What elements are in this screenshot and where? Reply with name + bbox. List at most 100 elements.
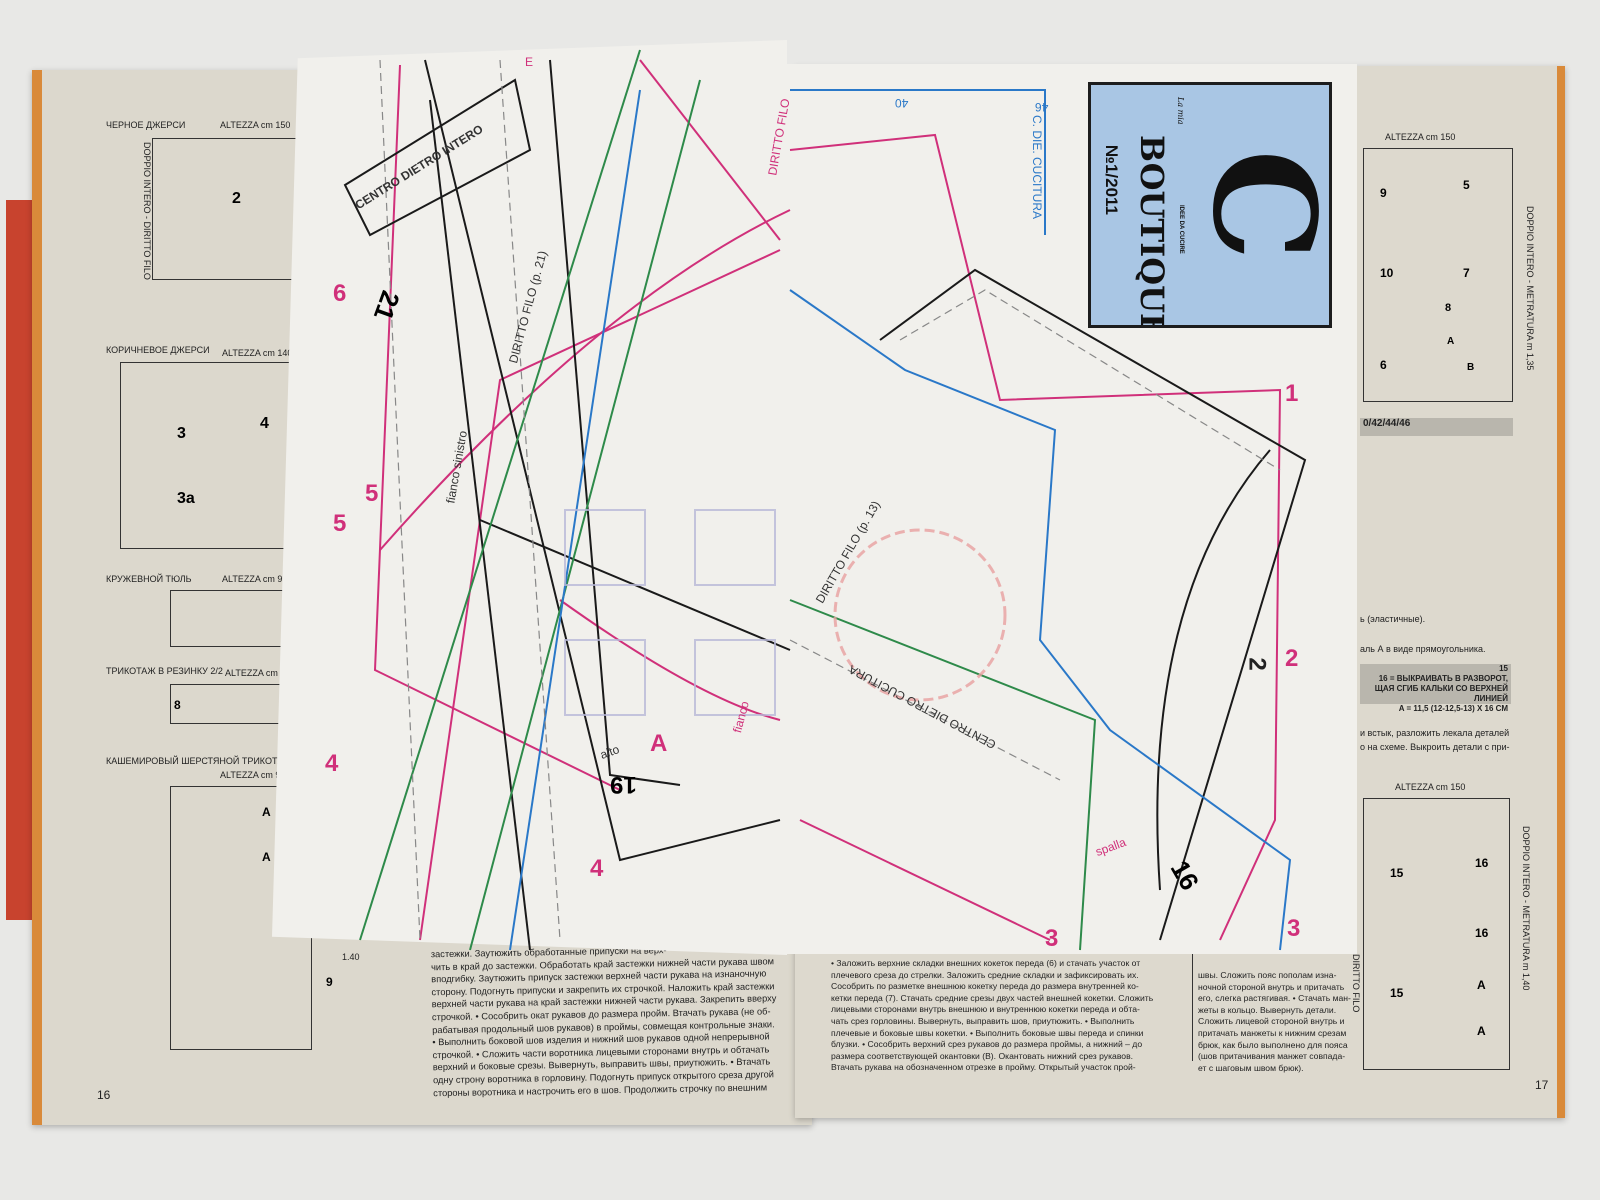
piece-number: 2 bbox=[232, 190, 241, 207]
logo-brand: BOUTIQUE bbox=[1133, 135, 1171, 328]
pattern-line-green bbox=[359, 49, 641, 941]
text-line: лицевыми сторонами внутрь внешнюю и внут… bbox=[831, 1004, 1140, 1015]
table-line: A = 11,5 (12-12,5-13) X 16 СМ bbox=[1398, 704, 1508, 713]
table-line: 16 = ВЫКРАИВАТЬ В РАЗВОРОТ, bbox=[1378, 674, 1508, 683]
text-line: ет с шаговым швом брюк). bbox=[1198, 1062, 1304, 1073]
height-label: ALTEZZA cm 150 bbox=[1395, 782, 1466, 792]
piece-number: 8 bbox=[1445, 302, 1452, 314]
piece-number-magenta: 1 bbox=[1285, 380, 1299, 407]
piece-number: 16 bbox=[1475, 856, 1489, 870]
piece-number: 3 bbox=[177, 425, 186, 442]
text-line: брюк, как было выполнено для пояса bbox=[1198, 1039, 1348, 1050]
pattern-line-magenta bbox=[639, 59, 781, 241]
logo-letter: C bbox=[1181, 149, 1332, 261]
boutique-logo: №1/2011 BOUTIQUE La mia IDEE DA CUCIRE C bbox=[1088, 82, 1332, 328]
piece-number: 3a bbox=[177, 490, 195, 507]
pattern-line-black bbox=[429, 99, 531, 951]
pattern-line-black bbox=[343, 78, 532, 237]
height-label: ALTEZZA cm 90 bbox=[222, 574, 288, 584]
side-number: 1.40 bbox=[342, 952, 360, 962]
piece-number-magenta: 5 bbox=[333, 510, 347, 537]
text-line: размера соответствующей окантовки (В). О… bbox=[831, 1050, 1134, 1061]
piece-number: 19 bbox=[610, 771, 637, 798]
size-label: 40 bbox=[895, 96, 909, 110]
piece-number: B bbox=[1467, 362, 1475, 373]
watermark-shape bbox=[833, 528, 1007, 702]
watermark-shape bbox=[694, 639, 776, 716]
instructions-text: швы. Сложить пояс пополам изна- ночной с… bbox=[1198, 970, 1358, 1074]
fabric-label: ТРИКОТАЖ В РЕЗИНКУ 2/2 bbox=[106, 666, 223, 676]
pattern-line-blue bbox=[789, 289, 1292, 951]
pattern-sheet-left bbox=[272, 40, 787, 955]
pattern-line-blue bbox=[790, 89, 1046, 235]
pattern-line-magenta bbox=[379, 209, 791, 551]
instructions-text: • Заложить верхние складки внешних кокет… bbox=[831, 958, 1187, 1074]
height-label: ALTEZZA cm 150 bbox=[220, 120, 291, 130]
pattern-line-blue bbox=[509, 89, 641, 951]
pattern-line-dashed bbox=[899, 289, 1281, 471]
piece-number: A bbox=[262, 805, 271, 819]
piece-number: A bbox=[1477, 1024, 1486, 1038]
piece-number: 16 bbox=[1475, 926, 1489, 940]
text-line: Сособрить по разметке внешнюю кокетку пе… bbox=[831, 981, 1139, 992]
height-label: ALTEZZA cm 90 bbox=[225, 668, 291, 678]
piece-number: 6 bbox=[1380, 358, 1387, 372]
piece-number: 10 bbox=[1380, 266, 1394, 280]
sizes-bar: 0/42/44/46 bbox=[1360, 418, 1513, 436]
fabric-label: КРУЖЕВНОЙ ТЮЛЬ bbox=[106, 574, 192, 584]
piece-number: 15 bbox=[1390, 866, 1404, 880]
cutting-table: 15 16 = ВЫКРАИВАТЬ В РАЗВОРОТ, ЩАЯ СГИБ … bbox=[1360, 664, 1511, 713]
piece-number-magenta: 4 bbox=[590, 855, 604, 882]
text-line: чать срез горловины. Вывернуть, выправит… bbox=[831, 1015, 1135, 1026]
text-line: (шов притачивания манжет совпада- bbox=[1198, 1051, 1346, 1062]
background-red-fabric bbox=[6, 200, 32, 920]
piece-number: 9 bbox=[326, 975, 333, 989]
pattern-box bbox=[1363, 148, 1513, 402]
pattern-line-magenta bbox=[419, 249, 781, 941]
text-line: швы. Сложить пояс пополам изна- bbox=[1198, 970, 1337, 980]
piece-number: 15 bbox=[1390, 986, 1404, 1000]
piece-number-magenta: 6 bbox=[333, 280, 347, 307]
height-label: ALTEZZA cm 140 bbox=[222, 348, 293, 358]
height-label: ALTEZZA cm 90 bbox=[220, 770, 286, 780]
note-text: о на схеме. Выкроить детали с при- bbox=[1360, 742, 1510, 752]
pattern-line-black bbox=[549, 59, 681, 786]
logo-small-text: La mia bbox=[1176, 97, 1185, 125]
pattern-label: C. DIE. CUCITURA bbox=[1030, 114, 1045, 220]
pattern-label: E bbox=[525, 55, 534, 69]
page-number: 16 bbox=[97, 1088, 111, 1102]
pattern-line-dashed bbox=[789, 639, 1061, 781]
text-line: плечевые и боковые швы кокетки. • Выполн… bbox=[831, 1027, 1144, 1038]
piece-number-magenta: 4 bbox=[325, 750, 339, 777]
text-line: кетки переда (7). Стачать средние срезы … bbox=[831, 992, 1154, 1003]
pattern-line-black bbox=[879, 268, 1307, 941]
table-line: 15 bbox=[1499, 664, 1508, 673]
watermark-shape bbox=[694, 509, 776, 586]
height-label: ALTEZZA cm 150 bbox=[1385, 132, 1456, 142]
piece-number: A bbox=[1447, 336, 1455, 347]
text-line: притачать манжеты к нижним срезам bbox=[1198, 1027, 1347, 1038]
text-line: • Заложить верхние складки внешних кокет… bbox=[831, 958, 1141, 968]
piece-number: A bbox=[262, 850, 271, 864]
piece-number: 9 bbox=[1380, 186, 1387, 200]
pattern-line-magenta bbox=[789, 133, 1282, 941]
note-text: и встык, разложить лекала деталей bbox=[1360, 728, 1510, 738]
watermark-shape bbox=[564, 509, 646, 586]
sizes-label: 0/42/44/46 bbox=[1363, 418, 1411, 429]
text-line: плечевого среза до стрелки. Заложить сре… bbox=[831, 969, 1139, 980]
fabric-label: КОРИЧНЕВОЕ ДЖЕРСИ bbox=[106, 345, 210, 355]
piece-number-magenta: 3 bbox=[1045, 925, 1059, 952]
piece-number: 2 bbox=[1243, 657, 1271, 671]
column-divider bbox=[1192, 951, 1193, 1061]
pattern-line-dashed bbox=[499, 59, 561, 941]
text-line: жеты в кольцо. Вывернуть детали. bbox=[1198, 1004, 1337, 1015]
pattern-line-magenta bbox=[559, 599, 781, 721]
issue-number: №1/2011 bbox=[1102, 145, 1121, 216]
note-text: ь (эластичные). bbox=[1360, 614, 1426, 624]
text-line: ночной стороной внутрь и притачать bbox=[1198, 981, 1345, 992]
table-line: ЩАЯ СГИБ КАЛЬКИ СО ВЕРХНЕЙ ЛИНИЕЙ bbox=[1374, 684, 1508, 703]
note-text: аль А в виде прямоугольника. bbox=[1360, 644, 1486, 654]
pattern-line-black bbox=[424, 59, 781, 862]
piece-number-magenta: 5 bbox=[365, 480, 379, 507]
